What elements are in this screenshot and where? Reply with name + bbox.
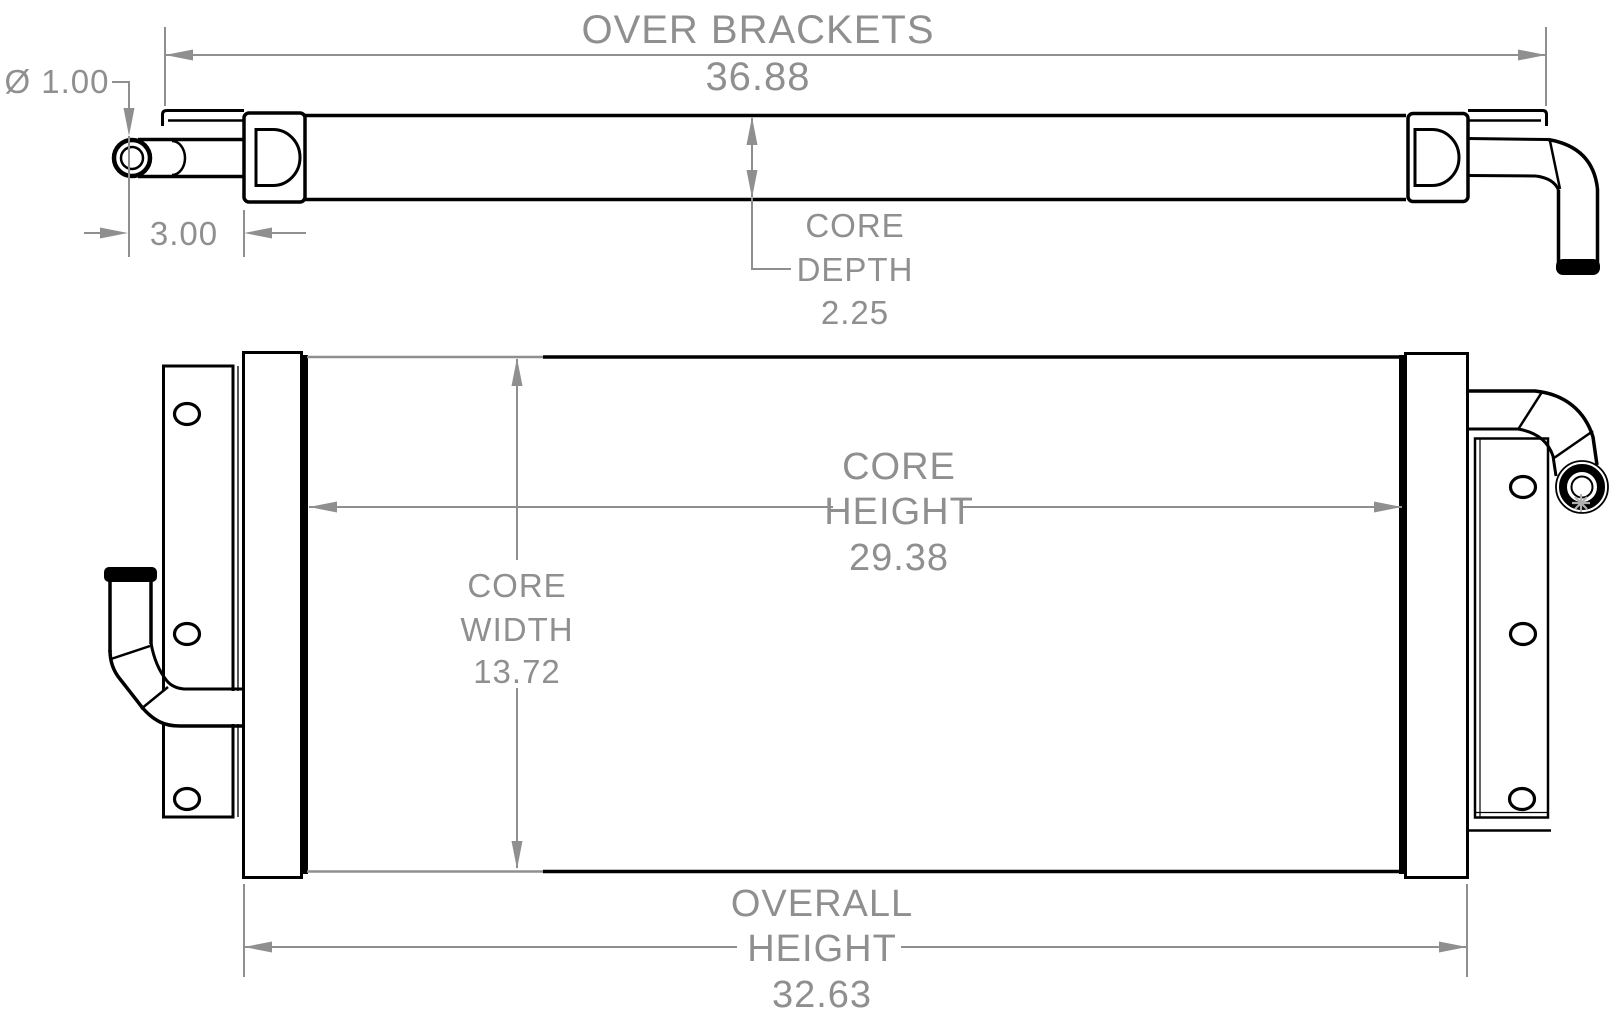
dim-tube-diameter: Ø 1.00 — [4, 63, 135, 257]
core-width-value: 13.72 — [473, 653, 561, 690]
left-bracket-hole-1 — [172, 401, 202, 427]
left-flange-tab — [161, 109, 244, 126]
core-height-label-2: HEIGHT — [824, 491, 974, 533]
over-brackets-value: 36.88 — [705, 55, 810, 99]
overall-height-label-1: OVERALL — [731, 883, 913, 925]
core-width-label-2: WIDTH — [460, 611, 573, 648]
centermark-star-icon — [1572, 494, 1590, 512]
top-core-band — [305, 113, 1406, 202]
core-depth-label-2: DEPTH — [797, 251, 914, 288]
core-width-label-1: CORE — [467, 567, 566, 604]
right-bracket-hole-3 — [1507, 786, 1537, 812]
core-height-label-1: CORE — [842, 446, 956, 488]
front-pipe-end-cap — [104, 567, 157, 582]
top-left-bracket-port — [254, 128, 302, 187]
right-bracket-hole-1 — [1508, 474, 1538, 500]
dim-tube-extension: 3.00 — [84, 210, 306, 257]
right-bracket-hole-2 — [1508, 621, 1538, 647]
front-view — [104, 351, 1609, 879]
left-bracket-hole-2 — [172, 621, 202, 647]
front-left-tank — [242, 351, 303, 879]
dim-core-depth: CORE DEPTH 2.25 — [746, 117, 914, 331]
top-left-bracket — [242, 111, 307, 204]
dim-core-height: CORE HEIGHT 29.38 — [309, 446, 1402, 579]
pipe-flange-outer-ring — [1555, 460, 1609, 514]
inlet-tube-end-inner — [119, 145, 145, 171]
top-right-bracket-port — [1413, 128, 1461, 187]
top-right-bracket — [1406, 111, 1470, 204]
top-outlet-elbow-pipe — [1467, 137, 1600, 275]
front-left-pipe — [104, 567, 242, 728]
front-core — [307, 355, 1405, 874]
left-bracket-hole-3 — [172, 786, 202, 812]
right-flange-tab — [1468, 109, 1548, 126]
dim-core-width: CORE WIDTH 13.72 — [460, 358, 573, 869]
inlet-tube-end-outer — [111, 137, 153, 179]
overall-height-value: 32.63 — [772, 974, 872, 1016]
front-right-tank — [1404, 352, 1469, 879]
tube-diameter-label: Ø 1.00 — [4, 63, 109, 100]
core-depth-value: 2.25 — [821, 294, 889, 331]
dim-overall-height: OVERALL HEIGHT 32.63 — [243, 883, 1468, 1016]
over-brackets-label: OVER BRACKETS — [581, 8, 934, 52]
overall-height-label-2: HEIGHT — [747, 928, 897, 970]
front-right-bracket — [1468, 437, 1551, 832]
top-pipe-end-cap — [1556, 259, 1600, 275]
inlet-tube-cylinder — [138, 137, 244, 179]
top-view — [111, 109, 1600, 275]
front-left-bracket — [162, 364, 235, 819]
core-depth-label-1: CORE — [805, 207, 904, 244]
dim-over-brackets: OVER BRACKETS 36.88 — [164, 8, 1547, 106]
tube-extension-value: 3.00 — [150, 215, 218, 252]
front-right-pipe — [1468, 389, 1609, 514]
core-height-value: 29.38 — [849, 537, 949, 579]
